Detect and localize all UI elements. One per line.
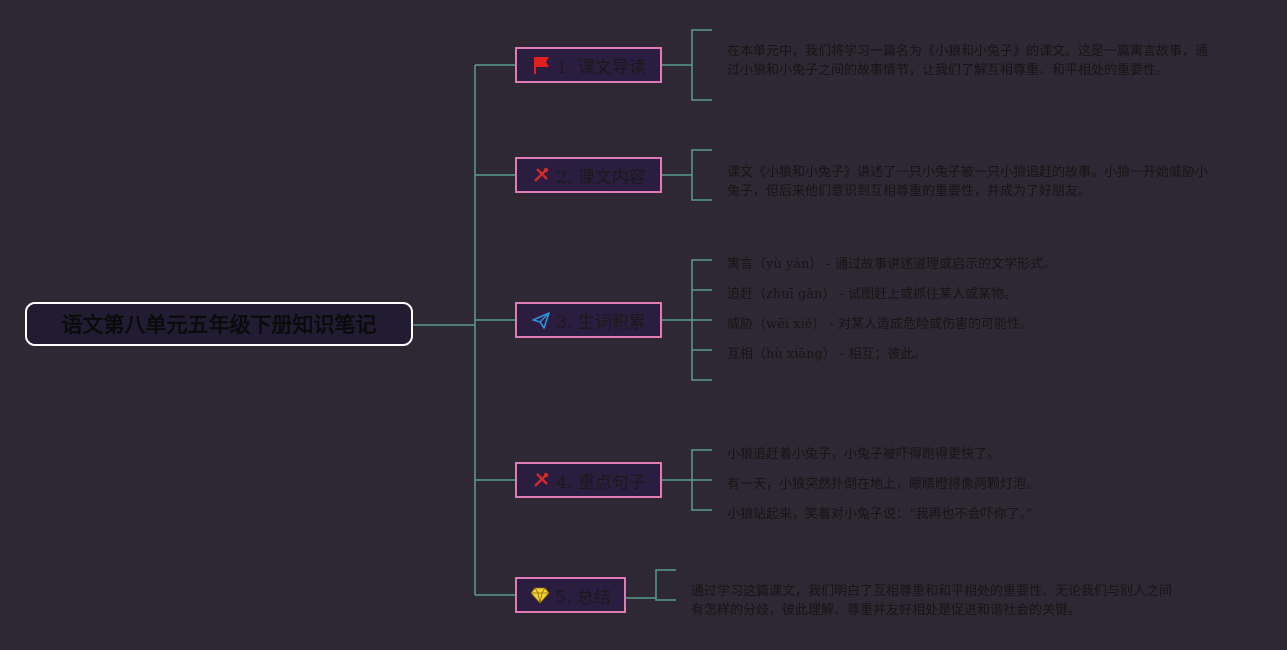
bracket-1 <box>662 29 712 101</box>
content-note: 课文《小狼和小兔子》讲述了一只小兔子被一只小狼追赶的故事。小狼一开始威胁小兔子，… <box>727 165 1209 199</box>
bracket-4 <box>662 449 712 511</box>
vocab-item: 互相（hù xiāng） - 相互；彼此。 <box>727 347 927 362</box>
branch-vocab[interactable]: 3. 生词积累 <box>515 302 662 338</box>
red-tools-icon <box>531 470 551 490</box>
sentence-item: 小狼站起来，笑着对小兔子说：“我再也不会吓你了。” <box>727 507 1033 522</box>
bracket-5 <box>626 569 676 601</box>
intro-note: 在本单元中，我们将学习一篇名为《小狼和小兔子》的课文。这是一篇寓言故事，通过小狼… <box>727 44 1209 78</box>
sentence-item: 有一天，小狼突然扑倒在地上，眼睛瞪得像两颗灯泡。 <box>727 477 1040 492</box>
root-topic[interactable]: 语文第八单元五年级下册知识笔记 <box>25 302 413 346</box>
branch-summary[interactable]: 5. 总结 <box>515 577 626 613</box>
summary-note: 通过学习这篇课文，我们明白了互相尊重和和平相处的重要性。无论我们与别人之间有怎样… <box>691 584 1173 618</box>
branch-intro[interactable]: 1. 课文导读 <box>515 47 662 83</box>
red-flag-icon <box>531 55 551 75</box>
bracket-3 <box>662 259 712 381</box>
branch-label: 4. 重点句子 <box>556 472 646 493</box>
branch-label: 1. 课文导读 <box>556 57 646 78</box>
branch-sentences[interactable]: 4. 重点句子 <box>515 462 662 498</box>
root-title: 语文第八单元五年级下册知识笔记 <box>61 313 377 337</box>
bracket-2 <box>662 149 712 201</box>
vocab-item: 寓言（yù yán） - 通过故事讲述道理或启示的文学形式。 <box>727 257 1056 272</box>
sentence-item: 小狼追赶着小兔子，小兔子被吓得跑得更快了。 <box>727 447 1001 462</box>
vocab-item: 威胁（wēi xié） - 对某人造成危险或伤害的可能性。 <box>727 317 1033 332</box>
blue-paper-plane-icon <box>531 310 551 330</box>
branch-label: 3. 生词积累 <box>556 312 646 333</box>
vocab-item: 追赶（zhuī gǎn） - 试图赶上或抓住某人或某物。 <box>727 287 1017 302</box>
branch-label: 2. 课文内容 <box>556 167 646 188</box>
branch-content[interactable]: 2. 课文内容 <box>515 157 662 193</box>
branch-label: 5. 总结 <box>555 587 611 608</box>
red-tools-icon <box>531 165 551 185</box>
yellow-diamond-icon <box>530 585 550 605</box>
